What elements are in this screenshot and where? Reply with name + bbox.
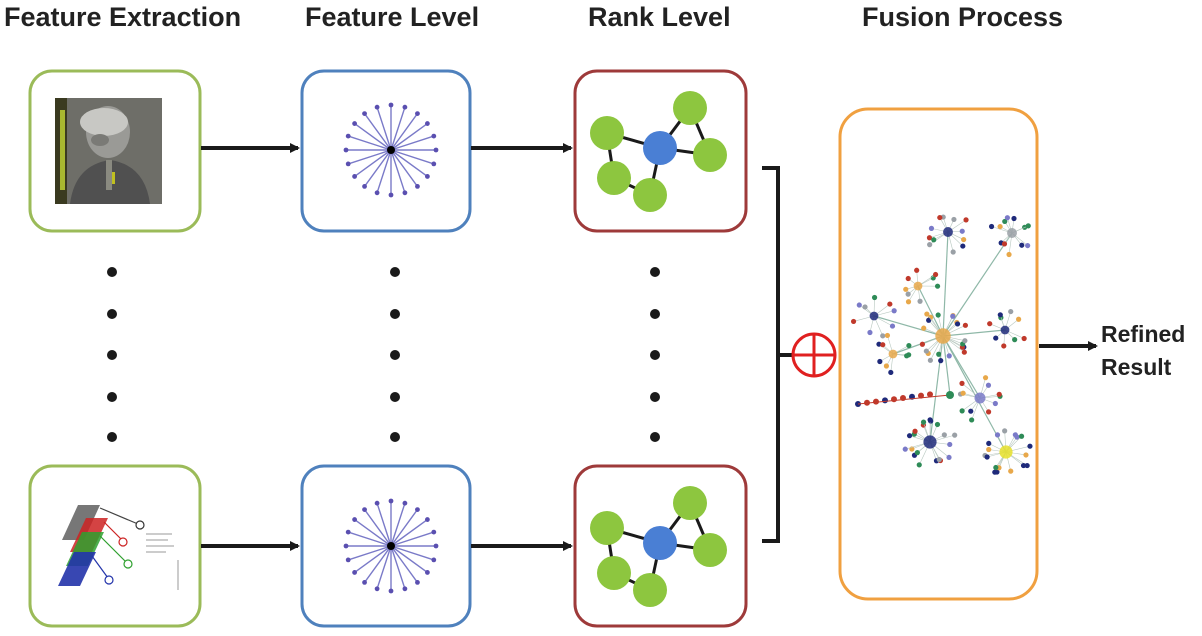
refined-result-line2: Result xyxy=(1101,353,1172,380)
fusion-network-graph-icon xyxy=(850,214,1033,475)
circled-plus-icon xyxy=(791,332,837,378)
feature-starburst-icon xyxy=(343,498,439,594)
vertical-dots-icon xyxy=(650,267,660,442)
refined-result-line1: Refined xyxy=(1101,321,1186,347)
header-feature-level: Feature Level xyxy=(305,2,480,32)
cnn-layers-thumbnail-icon xyxy=(58,505,179,590)
feature-starburst-icon xyxy=(343,102,439,198)
rank-graph-icon xyxy=(590,486,727,607)
header-feature-extraction: Feature Extraction xyxy=(4,2,242,32)
header-fusion-process: Fusion Process xyxy=(862,2,1064,32)
refined-result-label: Refined Result xyxy=(1101,318,1185,383)
vertical-dots-icon xyxy=(390,267,400,442)
extraction-box-bottom xyxy=(28,464,202,628)
merge-bracket xyxy=(762,166,794,543)
header-rank-level: Rank Level xyxy=(588,2,731,32)
portrait-thumbnail-icon xyxy=(55,98,162,204)
rank-graph-icon xyxy=(590,91,727,212)
vertical-dots-icon xyxy=(107,267,117,442)
